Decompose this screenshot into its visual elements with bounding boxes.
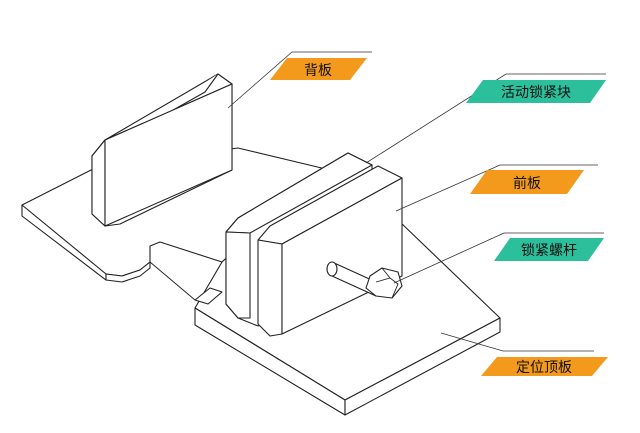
tag-front-plate-bg [470, 170, 584, 194]
tag-front-plate-text: 前板 [513, 175, 541, 192]
back-plate-part [91, 73, 233, 227]
tag-lock-screw-bg [494, 238, 604, 261]
lock-screw-part [326, 261, 403, 299]
leader-positioning-top-plate [440, 332, 594, 352]
leader-front-plate [395, 164, 598, 212]
tag-lock-screw-text: 锁紧螺杆 [521, 243, 577, 259]
leader-movable-lock-block [365, 73, 606, 164]
tag-back-plate: 背板 [270, 58, 367, 80]
tag-movable-lock-block-bg [466, 80, 606, 103]
tag-front-plate: 前板 [470, 170, 584, 194]
leader-back-plate [227, 51, 372, 109]
tag-back-plate-text: 背板 [304, 63, 332, 79]
tag-positioning-top-plate-text: 定位顶板 [516, 360, 572, 376]
tag-positioning-top-plate: 定位顶板 [481, 357, 608, 376]
tag-positioning-top-plate-bg [481, 357, 608, 376]
front-plate-part [257, 165, 403, 337]
leader-lines [227, 51, 606, 352]
leader-lock-screw [393, 232, 604, 284]
tag-movable-lock-block: 活动锁紧块 [466, 80, 606, 103]
tag-back-plate-bg [270, 58, 367, 80]
tag-movable-lock-block-text: 活动锁紧块 [501, 85, 571, 101]
tag-lock-screw: 锁紧螺杆 [494, 238, 604, 261]
